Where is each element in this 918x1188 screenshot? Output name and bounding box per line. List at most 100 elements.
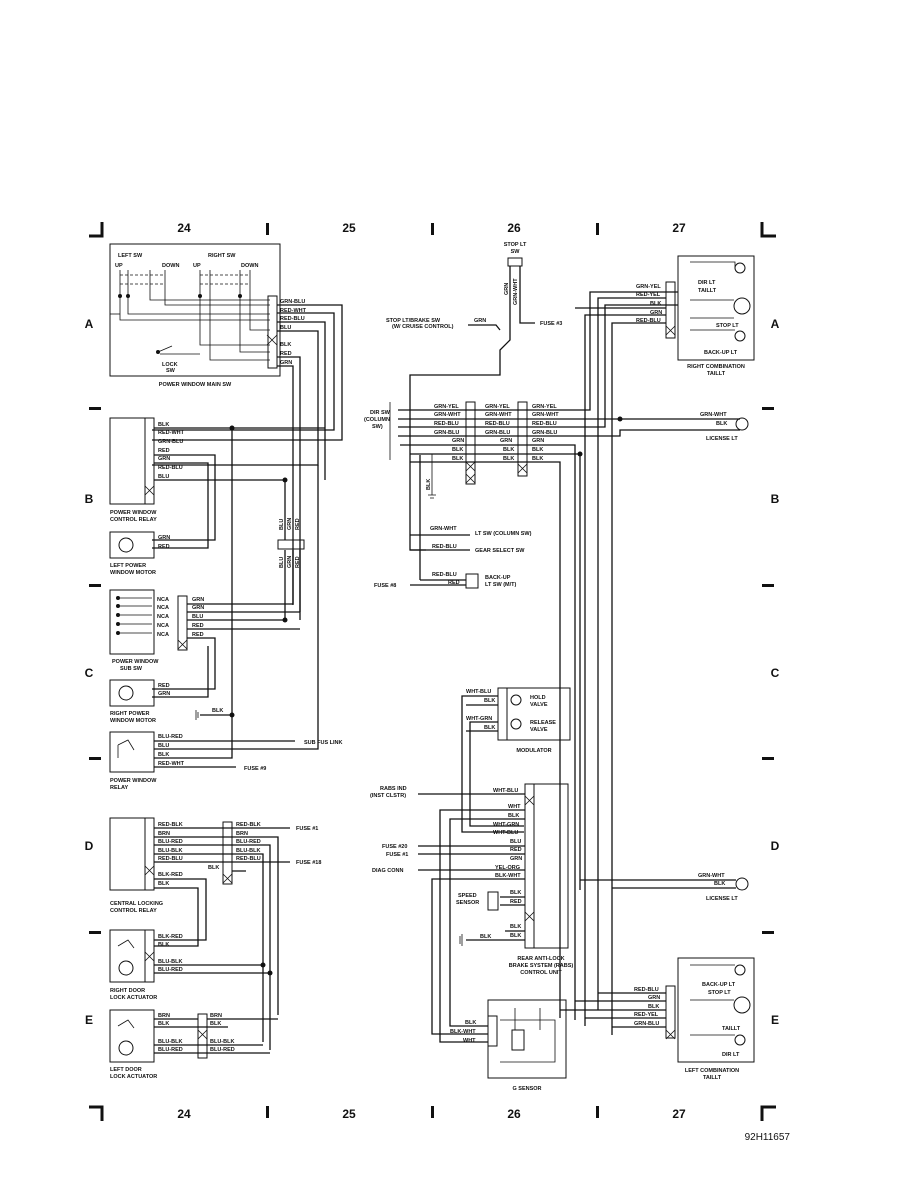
bundle-blu-top: BLU — [279, 519, 285, 530]
speed-sensor-red: RED — [510, 899, 522, 905]
left-door-right-brn: BRN — [210, 1013, 222, 1019]
license-lt-bottom: GRN-WHT BLK LICENSE LT — [698, 873, 749, 902]
left-combination-label-1: LEFT COMBINATION — [685, 1068, 739, 1074]
central-right-blu-red: BLU-RED — [236, 839, 261, 845]
left-tail-blk: BLK — [648, 1004, 659, 1010]
pw-relay-wire-red-wht: RED-WHT — [158, 761, 185, 767]
dir-c1-grn-blu: GRN-BLU — [434, 430, 459, 436]
left-door-right-blk: BLK — [210, 1021, 221, 1027]
dir-c1-blk-2: BLK — [452, 456, 463, 462]
release-valve-label-2: VALVE — [530, 727, 548, 733]
diag-conn-label: DIAG CONN — [372, 868, 404, 874]
sub-sw-wire-red-1: RED — [192, 623, 204, 629]
backup-wire-red: RED — [448, 580, 460, 586]
dir-c2-grn-yel: GRN-YEL — [485, 404, 510, 410]
row-label-e: E — [85, 1013, 93, 1027]
relay-wire-red-blu: RED-BLU — [158, 465, 183, 471]
column-label-25: 25 — [342, 221, 356, 235]
wire-red: RED — [280, 351, 292, 357]
rabs-blk-wht: BLK-WHT — [495, 873, 521, 879]
speed-sensor-label-2: SENSOR — [456, 900, 479, 906]
dir-c3-grn-wht: GRN-WHT — [532, 412, 559, 418]
lock-sw-label-1: LOCK — [162, 362, 178, 368]
right-door-blu-blk: BLU-BLK — [158, 959, 182, 965]
dir-c3-grn-yel: GRN-YEL — [532, 404, 557, 410]
dir-c1-grn-yel: GRN-YEL — [434, 404, 459, 410]
relay-wire-blk: BLK — [158, 422, 169, 428]
left-tail-red-yel: RED-YEL — [634, 1012, 659, 1018]
control-relay-label-2: CONTROL RELAY — [110, 517, 157, 523]
pw-relay-wire-blu-red: BLU-RED — [158, 734, 183, 740]
column-label-24: 24 — [177, 221, 191, 235]
central-right-red-blu: RED-BLU — [236, 856, 261, 862]
sub-sw-nca-3: NCA — [157, 614, 169, 620]
central-wire-red-blu: RED-BLU — [158, 856, 183, 862]
left-door-right-blu-blk: BLU-BLK — [210, 1039, 234, 1045]
right-motor-label-2: WINDOW MOTOR — [110, 718, 156, 724]
right-tail-grn: GRN — [650, 310, 662, 316]
sub-sw-nca-4: NCA — [157, 623, 169, 629]
left-motor-wire-grn: GRN — [158, 535, 170, 541]
left-door-blk: BLK — [158, 1021, 169, 1027]
dir-c2-red-blu: RED-BLU — [485, 421, 510, 427]
right-sw-up-label: UP — [193, 263, 201, 269]
left-sw-down-label: DOWN — [162, 263, 179, 269]
rabs-label-3: CONTROL UNIT — [520, 970, 562, 976]
ground-wire-blk: BLK — [212, 708, 223, 714]
sub-fus-link-label: SUB FUS LINK — [304, 740, 343, 746]
left-tail-red-blu: RED-BLU — [634, 987, 659, 993]
dir-c3-grn-blu: GRN-BLU — [532, 430, 557, 436]
column-label-25-bottom: 25 — [342, 1107, 356, 1121]
left-door-label-2: LOCK ACTUATOR — [110, 1074, 157, 1080]
hold-valve-label-2: VALVE — [530, 702, 548, 708]
mod-blk-1: BLK — [484, 698, 495, 704]
sub-sw-label-2: SUB SW — [120, 666, 143, 672]
rabs-ind-label-1: RABS IND — [380, 786, 407, 792]
dir-sw-label-2: (COLUMN — [364, 417, 390, 423]
central-wire-red-blk: RED-BLK — [158, 822, 183, 828]
sub-sw-nca-5: NCA — [157, 632, 169, 638]
pw-relay-wire-blk: BLK — [158, 752, 169, 758]
right-motor-label-1: RIGHT POWER — [110, 711, 149, 717]
central-locking-control-relay: RED-BLK BRN BLU-RED BLU-BLK RED-BLU BLK-… — [109, 817, 261, 914]
left-motor-label-1: LEFT POWER — [110, 563, 146, 569]
speed-sensor-blk: BLK — [510, 890, 521, 896]
left-combination-label-2: TAILLT — [703, 1075, 722, 1081]
sub-sw-label-1: POWER WINDOW — [112, 659, 159, 665]
gear-select-wire: RED-BLU — [432, 544, 457, 550]
right-door-blk-red: BLK-RED — [158, 934, 183, 940]
rabs-blk: BLK — [508, 813, 519, 819]
rabs-wht-blu: WHT-BLU — [493, 788, 518, 794]
backup-sw-label-1: BACK-UP — [485, 575, 511, 581]
bundle-grn-bottom: GRN — [287, 556, 293, 568]
right-dir-lt-label: DIR LT — [698, 280, 716, 286]
mod-wht-blu: WHT-BLU — [466, 689, 491, 695]
left-sw-up-label: UP — [115, 263, 123, 269]
license-top-grn-wht: GRN-WHT — [700, 412, 727, 418]
modulator-label: MODULATOR — [516, 748, 551, 754]
wire-grn-blu: GRN-BLU — [280, 299, 305, 305]
dir-c2-blk-1: BLK — [503, 447, 514, 453]
central-wire-blk-red: BLK-RED — [158, 872, 183, 878]
rabs-label-1: REAR ANTI-LOCK — [517, 956, 564, 962]
dir-c2-grn: GRN — [500, 438, 512, 444]
central-right-blu-blk: BLU-BLK — [236, 848, 260, 854]
backup-sw-label-2: LT SW (M/T) — [485, 582, 517, 588]
license-lt-top-label: LICENSE LT — [706, 436, 738, 442]
left-dir-lt-label: DIR LT — [722, 1052, 740, 1058]
dir-c3-red-blu: RED-BLU — [532, 421, 557, 427]
dir-sw: DIR SW (COLUMN SW) — [364, 401, 528, 485]
wire-blk: BLK — [280, 342, 291, 348]
right-combination-label-2: TAILLT — [707, 371, 726, 377]
license-bottom-blk: BLK — [714, 881, 725, 887]
central-right-brn: BRN — [236, 831, 248, 837]
fuse-3-label: FUSE #3 — [540, 321, 562, 327]
left-door-brn: BRN — [158, 1013, 170, 1019]
dir-sw-wire-labels: GRN-YEL GRN-WHT RED-BLU GRN-BLU GRN BLK … — [426, 404, 559, 490]
dir-c2-blk-2: BLK — [503, 456, 514, 462]
rabs-wht: WHT — [508, 804, 521, 810]
mod-blk-2: BLK — [484, 725, 495, 731]
pw-relay-wire-blu: BLU — [158, 743, 169, 749]
row-label-a: A — [85, 317, 94, 331]
fuse-8-label: FUSE #8 — [374, 583, 396, 589]
